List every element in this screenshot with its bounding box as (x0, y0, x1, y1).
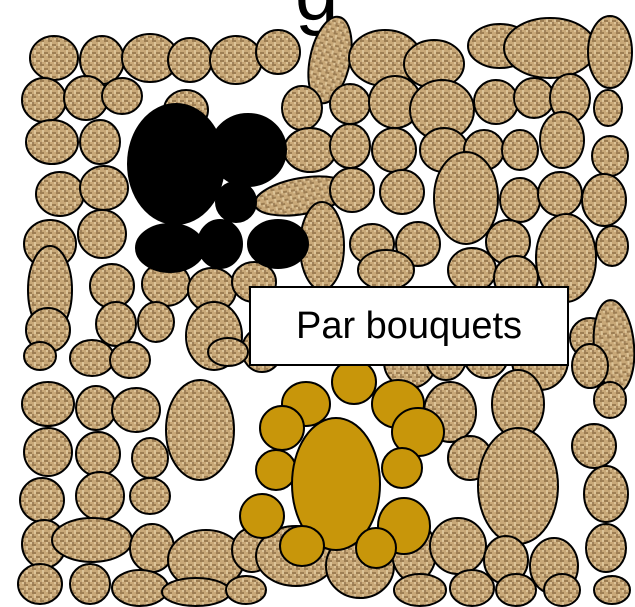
grain (29, 35, 79, 81)
gold-grain (279, 525, 325, 567)
grain (207, 337, 249, 367)
caption-label: Par bouquets (295, 304, 523, 347)
grain (449, 569, 495, 607)
grain (255, 29, 301, 75)
grain (79, 119, 121, 165)
grain (395, 221, 441, 267)
grain (585, 523, 627, 573)
grain (499, 177, 541, 223)
grain (513, 77, 555, 119)
grain (501, 129, 539, 171)
grain (477, 427, 559, 545)
grain (429, 517, 487, 575)
grain (571, 423, 617, 469)
black-grain (135, 223, 205, 273)
grain (19, 477, 65, 523)
grain (23, 341, 57, 371)
gold-grain (255, 449, 297, 491)
grain (281, 85, 323, 131)
gold-grain (355, 527, 397, 569)
gold-grain (239, 493, 285, 539)
black-grain (215, 181, 257, 223)
grain (35, 171, 85, 217)
grain (593, 89, 623, 127)
grain (21, 77, 67, 123)
grain (167, 37, 213, 83)
grain (25, 119, 79, 165)
grain (75, 471, 125, 521)
grain (111, 569, 169, 607)
black-grain-cluster (127, 103, 309, 273)
grain (595, 225, 629, 267)
grain (69, 339, 115, 377)
grain (495, 573, 537, 607)
gold-grain (331, 359, 377, 405)
black-grain (127, 103, 225, 225)
grain (283, 127, 337, 173)
grain (587, 15, 633, 89)
grain (593, 575, 631, 605)
grain (51, 517, 133, 563)
grain (101, 77, 143, 115)
grain (393, 573, 447, 607)
grain (371, 127, 417, 173)
grain (329, 123, 371, 169)
grain (111, 387, 161, 433)
grain (433, 151, 499, 245)
caption-box: Par bouquets (249, 286, 569, 366)
grain (539, 111, 585, 169)
grain (137, 301, 175, 343)
grain (69, 563, 111, 605)
grain (95, 301, 137, 347)
grain (591, 135, 629, 177)
gold-grain (259, 405, 305, 451)
grain (357, 249, 415, 291)
grain (79, 165, 129, 211)
grain (129, 477, 171, 515)
grain (77, 209, 127, 259)
grain (225, 575, 267, 605)
grain (23, 427, 73, 477)
gold-grain-cluster (239, 359, 445, 569)
grain (129, 523, 175, 573)
grain (161, 577, 231, 607)
gold-grain (291, 417, 381, 551)
grain (583, 465, 629, 523)
grain (571, 343, 609, 389)
grain (209, 35, 263, 85)
gold-grain (381, 447, 423, 489)
black-grain (197, 219, 243, 269)
grain (503, 17, 597, 79)
grain (75, 431, 121, 477)
grain (537, 171, 583, 217)
grain (329, 83, 371, 125)
grain (21, 381, 75, 427)
grain (109, 341, 151, 379)
grain (329, 167, 375, 213)
grain (131, 437, 169, 479)
grain (593, 381, 627, 419)
grain (75, 385, 117, 431)
grain (581, 173, 627, 227)
grain (379, 169, 425, 215)
background-grains (17, 15, 635, 607)
grain (17, 563, 63, 605)
black-grain (209, 113, 287, 187)
grain (543, 573, 581, 607)
black-grain (247, 219, 309, 269)
grain (165, 379, 235, 481)
grain (473, 79, 519, 125)
